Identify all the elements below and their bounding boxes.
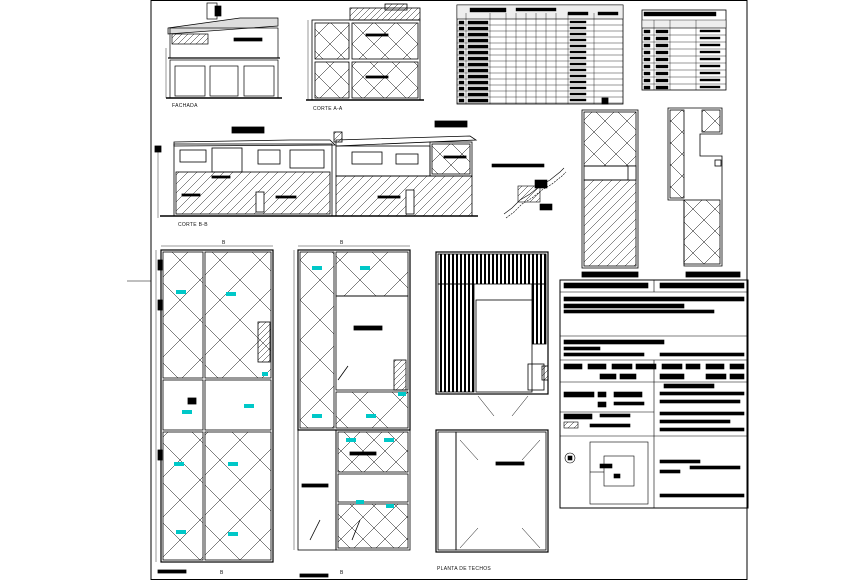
schedule-table-2 bbox=[641, 9, 727, 91]
table-cell-text bbox=[655, 64, 669, 69]
table-cell-text bbox=[458, 50, 465, 55]
table-cell-text bbox=[643, 57, 651, 62]
table-cell-text bbox=[467, 26, 489, 31]
table-cell-text bbox=[569, 98, 587, 102]
table-cell-text bbox=[655, 29, 669, 34]
table-cell-text bbox=[467, 44, 489, 49]
table-cell-text bbox=[569, 62, 587, 66]
axis-b-top-2: B bbox=[340, 240, 344, 246]
fachada-label: FACHADA bbox=[172, 103, 198, 109]
table-cell-text bbox=[458, 92, 465, 97]
table-cell-text bbox=[458, 98, 465, 103]
table-cell-text bbox=[458, 80, 465, 85]
table-cell-text bbox=[655, 50, 669, 55]
table-cell-text bbox=[569, 56, 587, 60]
table-cell-text bbox=[467, 20, 489, 25]
corte-bb-section bbox=[154, 120, 478, 218]
table-cell-text bbox=[467, 38, 489, 43]
table-cell-text bbox=[467, 62, 489, 67]
title-block bbox=[559, 279, 749, 509]
roof-plan-right-1 bbox=[581, 97, 639, 278]
table-cell-text bbox=[467, 98, 489, 103]
table-cell-text bbox=[699, 85, 721, 89]
table-cell-text bbox=[458, 26, 465, 31]
table-cell-text bbox=[699, 64, 721, 68]
table-cell-text bbox=[699, 29, 721, 33]
table-cell-text bbox=[569, 92, 587, 96]
table-cell-text bbox=[569, 50, 587, 54]
table-cell-text bbox=[458, 86, 465, 91]
table-cell-text bbox=[467, 50, 489, 55]
table-cell-text bbox=[458, 20, 465, 25]
table-cell-text bbox=[643, 43, 651, 48]
floor-plan-upper bbox=[293, 245, 411, 578]
table-cell-text bbox=[458, 44, 465, 49]
table-cell-text bbox=[655, 57, 669, 62]
planta-techos-label: PLANTA DE TECHOS bbox=[437, 566, 491, 572]
corte-aa-section bbox=[306, 3, 424, 101]
table-cell-text bbox=[643, 78, 651, 83]
table-cell-text bbox=[655, 43, 669, 48]
axis-b-bottom-1: B bbox=[220, 570, 224, 576]
table-cell-text bbox=[467, 92, 489, 97]
table-cell-text bbox=[569, 20, 587, 24]
table-cell-text bbox=[569, 74, 587, 78]
table-cell-text bbox=[467, 86, 489, 91]
table-cell-text bbox=[655, 78, 669, 83]
table-cell-text bbox=[699, 36, 721, 40]
table-cell-text bbox=[569, 44, 587, 48]
axis-b-bottom-2: B bbox=[340, 570, 344, 576]
table-cell-text bbox=[699, 78, 721, 82]
table-cell-text bbox=[699, 50, 721, 54]
table-cell-text bbox=[643, 85, 651, 90]
table-cell-text bbox=[458, 32, 465, 37]
table-cell-text bbox=[699, 57, 721, 61]
table-cell-text bbox=[458, 56, 465, 61]
table-cell-text bbox=[458, 62, 465, 67]
table-cell-text bbox=[569, 80, 587, 84]
axis-b-top-1: B bbox=[222, 240, 226, 246]
table-cell-text bbox=[569, 68, 587, 72]
table-cell-text bbox=[655, 71, 669, 76]
table-cell-text bbox=[655, 36, 669, 41]
table-cell-text bbox=[643, 29, 651, 34]
floor-plan-ground bbox=[155, 245, 274, 574]
fachada-elevation bbox=[165, 2, 282, 99]
table-cell-text bbox=[467, 68, 489, 73]
roof-plan-right-2 bbox=[667, 107, 741, 278]
stair-detail bbox=[491, 163, 567, 219]
table-cell-text bbox=[655, 85, 669, 90]
table-cell-text bbox=[643, 36, 651, 41]
table-cell-text bbox=[569, 32, 587, 36]
table-cell-text bbox=[458, 74, 465, 79]
table-cell-text bbox=[699, 43, 721, 47]
planta-de-techos bbox=[435, 251, 549, 553]
table-cell-text bbox=[569, 86, 587, 90]
table-cell-text bbox=[467, 80, 489, 85]
table-cell-text bbox=[467, 56, 489, 61]
corte-aa-label: CORTE A-A bbox=[313, 106, 343, 112]
table-cell-text bbox=[569, 26, 587, 30]
floor-plan-upper-markers bbox=[312, 266, 406, 508]
schedule-table-1 bbox=[456, 4, 624, 105]
table-cell-text bbox=[458, 68, 465, 73]
table-cell-text bbox=[643, 50, 651, 55]
table-cell-text bbox=[458, 38, 465, 43]
corte-bb-label: CORTE B-B bbox=[178, 222, 208, 228]
table-cell-text bbox=[699, 71, 721, 75]
table-cell-text bbox=[467, 74, 489, 79]
table-cell-text bbox=[643, 64, 651, 69]
table-cell-text bbox=[569, 38, 587, 42]
floor-plan-ground-markers bbox=[174, 290, 268, 536]
table-cell-text bbox=[467, 32, 489, 37]
table-cell-text bbox=[643, 71, 651, 76]
